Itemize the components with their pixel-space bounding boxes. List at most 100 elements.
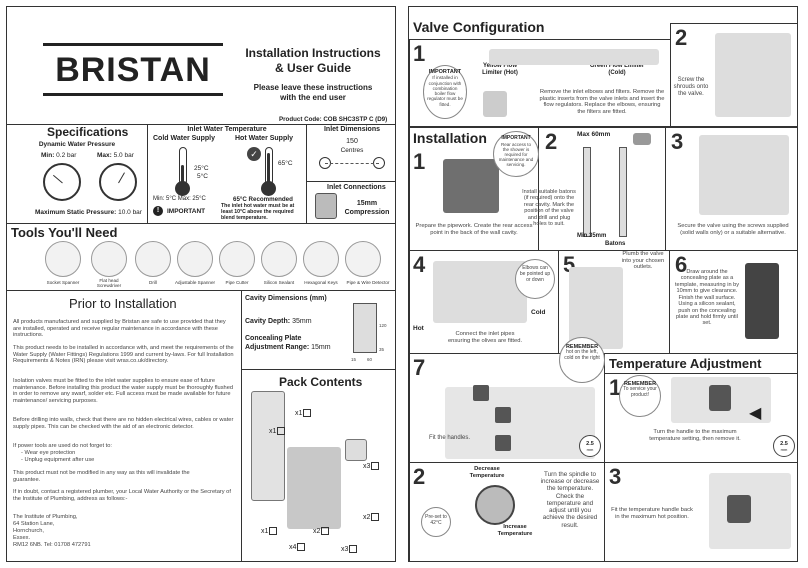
yellow-flow-label: Yellow Flow Limiter (Hot)	[482, 63, 518, 76]
inlet-conn-title: Inlet Connections	[327, 184, 386, 191]
prior-p5a: - Wear eye protection	[21, 450, 76, 456]
install-important-text: Rear access to the shower is required fo…	[498, 141, 534, 168]
pack-x4-checkbox[interactable]	[297, 543, 306, 551]
brand-name: BRISTAN	[55, 51, 211, 89]
install-step7-remember: hot on the left, cold on the right	[564, 349, 600, 362]
cold-thermometer-icon	[179, 147, 187, 185]
install-step2-max: Max 60mm	[577, 131, 611, 138]
prior-addr1: The Institute of Plumbing,	[13, 514, 78, 520]
pack-x1c-text: x1	[261, 527, 269, 535]
arrow-left-icon: ◀	[749, 405, 762, 422]
prior-p1: All products manufactured and supplied b…	[13, 319, 226, 339]
pack-x4-text: x4	[289, 543, 297, 551]
prior-addr3: Hornchurch,	[13, 528, 44, 534]
cover-subtitle-1: Please leave these instructions	[253, 83, 373, 92]
cover-subtitle-2: with the end user	[280, 93, 346, 102]
prior-p5b: - Unplug equipment after use	[21, 457, 95, 463]
cavity-dim-c: 15	[351, 357, 357, 362]
pack-x1a-text: x1	[295, 409, 303, 417]
pack-x2a-checkbox[interactable]	[371, 513, 380, 521]
specs-pressure-title: Dynamic Water Pressure	[38, 141, 116, 148]
hex-key-badge-2-icon: 2.5 mm	[773, 435, 795, 457]
inlet-dims-centres: Centres	[340, 147, 364, 154]
hexagonal-keys-icon	[303, 241, 339, 277]
temp-step3-number: 3	[609, 464, 622, 489]
prior-p7: If in doubt, contact a registered plumbe…	[13, 489, 231, 502]
pack-q-x3: x3	[363, 462, 380, 471]
hot-value: 65°C	[278, 160, 293, 167]
installation-title: Installation	[413, 130, 487, 146]
drill-icon	[633, 133, 651, 145]
compression-fitting-icon	[315, 193, 337, 219]
hot-check-icon: ✓	[247, 147, 261, 161]
green-flow-label: Green Flow Limiter (Cold)	[589, 63, 645, 76]
prior-title: Prior to Installation	[69, 296, 177, 311]
tool-label-socket-spanner: Socket Spanner	[46, 280, 80, 285]
pack-x3-text: x3	[363, 462, 371, 470]
inlet-dim-line	[325, 163, 379, 164]
pack-x3b-text: x3	[341, 545, 349, 553]
pack-x1c-checkbox[interactable]	[269, 527, 278, 535]
install-step6-text: Draw around the concealing plate as a te…	[674, 269, 740, 327]
hex-key-size-2: 2.5	[780, 441, 788, 447]
adjustable-spanner-icon	[177, 241, 213, 277]
cavity-depth: Cavity Depth: 35mm	[245, 318, 312, 326]
cover-title-1: Installation Instructions	[245, 46, 381, 60]
pack-x1a-checkbox[interactable]	[303, 409, 312, 417]
inlet-conn-value-2: Compression	[344, 209, 390, 216]
prior-p6: This product must not be modified in any…	[13, 470, 190, 483]
cold-low: 5°C	[197, 173, 208, 180]
important-label: IMPORTANT	[167, 208, 206, 215]
install-step6-image	[745, 263, 779, 339]
prior-p2: This product needs to be installed in ac…	[13, 345, 234, 365]
concealing-plate-image	[251, 391, 285, 501]
valve-body-image	[287, 447, 341, 529]
valve-config-title: Valve Configuration	[413, 19, 545, 35]
install-step1-text: Prepare the pipework. Create the rear ac…	[415, 223, 533, 236]
pack-x2a-text: x2	[363, 513, 371, 521]
install-step3-image	[699, 135, 789, 215]
tool-label-silicon-sealant: Silicon Sealant	[263, 280, 295, 285]
install-step7-remember-head: REMEMBER	[565, 344, 599, 350]
install-step2-text: Install suitable batons (if required) on…	[522, 189, 576, 228]
cold-high: 25°C	[194, 165, 209, 172]
cavity-dim-d: 60	[367, 357, 373, 362]
pack-q-x1b: x1	[269, 427, 286, 436]
temp-remember-text: To service your product!	[623, 386, 657, 399]
install-step4-number: 4	[413, 252, 426, 277]
hex-key-size: 2.5	[586, 441, 594, 447]
handle-image	[345, 439, 367, 461]
temp-step2-number: 2	[413, 464, 426, 489]
temp-remember-head: REMEMBER	[623, 381, 657, 387]
pipe-wire-detector-icon	[345, 241, 381, 277]
pack-x3b-checkbox[interactable]	[349, 545, 358, 553]
temp-preset-callout: Pre-set to 42°C	[421, 507, 451, 537]
tool-label-hexagonal-keys: Hexagonal Keys	[304, 280, 338, 285]
specs-title: Specifications	[47, 125, 129, 139]
specs-max-label: Max:	[97, 152, 112, 159]
tool-label-pipe-cutter: Pipe Cutter	[225, 280, 249, 285]
pack-x1b-checkbox[interactable]	[277, 427, 286, 435]
install-important-head: IMPORTANT	[501, 135, 531, 141]
temp-step1-text: Turn the handle to the maximum temperatu…	[649, 429, 741, 442]
pack-box	[241, 369, 395, 561]
valve-shroud-image	[715, 33, 791, 117]
install-step4-callout: Elbows can be pointed up or down	[515, 259, 555, 299]
pack-x1b-text: x1	[269, 427, 277, 435]
pack-x2b-checkbox[interactable]	[321, 527, 330, 535]
install-step2-min: Min 35mm	[577, 233, 607, 239]
temp-spindle-image	[475, 485, 515, 525]
pack-q-x1a: x1	[295, 409, 312, 418]
specs-static: Maximum Static Pressure: 10.0 bar	[35, 209, 142, 216]
install-step5-image	[569, 267, 623, 349]
drill-icon	[135, 241, 171, 277]
hex-key-badge-icon: 2.5 mm	[579, 435, 601, 457]
install-step4-callout-text: Elbows can be pointed up or down	[519, 265, 551, 283]
inlet-temp-title: Inlet Water Temperature	[187, 126, 267, 133]
pipe-cutter-icon	[219, 241, 255, 277]
temp-handle-image	[709, 385, 731, 411]
pack-x3-checkbox[interactable]	[371, 462, 380, 470]
valve-step1-text: Remove the inlet elbows and filters. Rem…	[539, 89, 665, 115]
brand-logo: BRISTAN	[43, 43, 223, 97]
handle-3	[495, 435, 511, 451]
